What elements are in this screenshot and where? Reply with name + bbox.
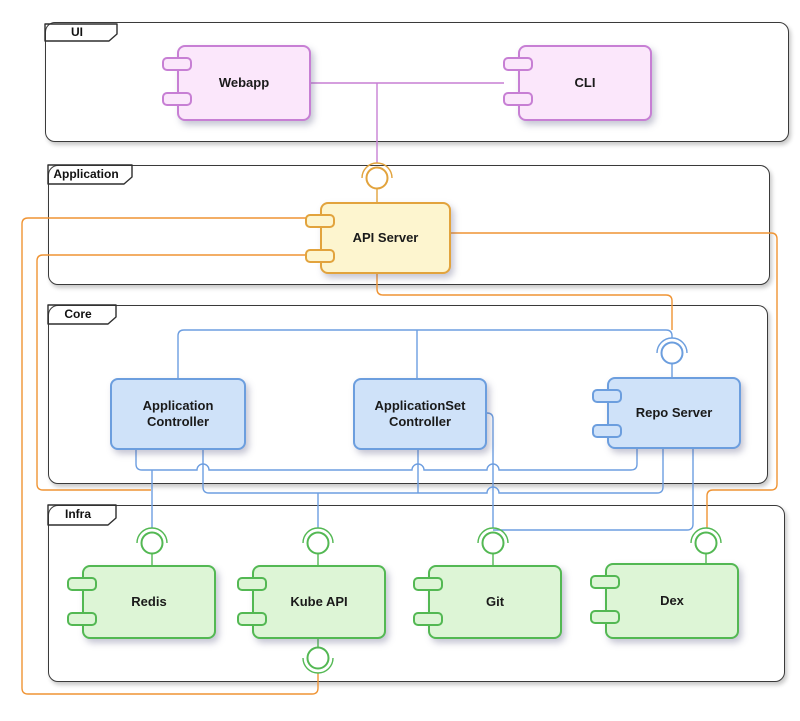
component-label: Git [485,593,505,609]
interface-repo-server [656,337,688,377]
component-application-controller: Application Controller [110,378,246,450]
port-icon [592,389,622,403]
interface-repo-arc [656,337,688,354]
component-api-server: API Server [305,202,451,274]
component-label: Webapp [218,74,270,90]
interface-kube-top-arc [302,527,334,544]
edge-appset-to-git [483,412,494,528]
port-icon [162,57,192,71]
component-label: Repo Server [635,404,713,420]
interface-kube-top-circle [306,531,330,555]
package-tab-core [47,304,117,325]
component-label: CLI [574,74,596,90]
port-icon [305,249,335,263]
port-icon [162,92,192,106]
component-label: API Server [352,229,419,245]
component-webapp: Webapp [162,45,311,121]
component-dex: Dex [590,563,739,639]
interface-kube-api-top [302,527,334,565]
edge-repo-to-git [493,445,694,531]
component-redis: Redis [67,565,216,639]
component-repo-server: Repo Server [592,377,741,449]
interface-dex-arc [690,527,722,544]
edge-api-to-redis [36,254,307,491]
component-label: Application Controller [142,397,214,429]
interface-repo-circle [660,341,684,365]
edge-api-to-dex [447,232,778,528]
port-icon [590,575,620,589]
port-icon [592,424,622,438]
interface-kube-api-bottom [302,635,334,674]
interface-redis [136,527,168,565]
port-icon [503,92,533,106]
interface-redis-arc [136,527,168,544]
component-label: Dex [660,592,684,608]
interface-git-arc [477,527,509,544]
package-tab-infra [47,504,117,526]
component-applicationset-controller: ApplicationSet Controller [353,378,487,450]
edge-controllers-to-repo-interface [177,329,673,378]
interface-api-circle [365,166,389,190]
interface-kube-bottom-circle [306,646,330,670]
component-label: ApplicationSet Controller [374,397,466,429]
port-icon [305,214,335,228]
component-kube-api: Kube API [237,565,386,639]
port-icon [413,612,443,626]
port-icon [237,612,267,626]
port-icon [67,577,97,591]
package-ui [45,22,789,142]
port-icon [413,577,443,591]
interface-git-circle [481,531,505,555]
interface-redis-circle [140,531,164,555]
port-icon [67,612,97,626]
edge-api-to-kube-bottom [21,217,319,695]
package-tab-ui [44,23,118,42]
component-label: Kube API [290,593,348,609]
interface-git [477,527,509,565]
edge-kube-bus [202,445,664,494]
component-label: Redis [131,593,167,609]
package-tab-application [47,164,133,185]
interface-dex-circle [694,531,718,555]
port-icon [503,57,533,71]
edge-api-to-repo-interface [376,270,673,330]
component-git: Git [413,565,562,639]
interface-dex [690,527,722,563]
interface-api-server [361,162,393,202]
port-icon [237,577,267,591]
interface-kube-bottom-arc [302,657,334,674]
component-cli: CLI [503,45,652,121]
port-icon [590,610,620,624]
interface-api-arc [361,162,393,179]
